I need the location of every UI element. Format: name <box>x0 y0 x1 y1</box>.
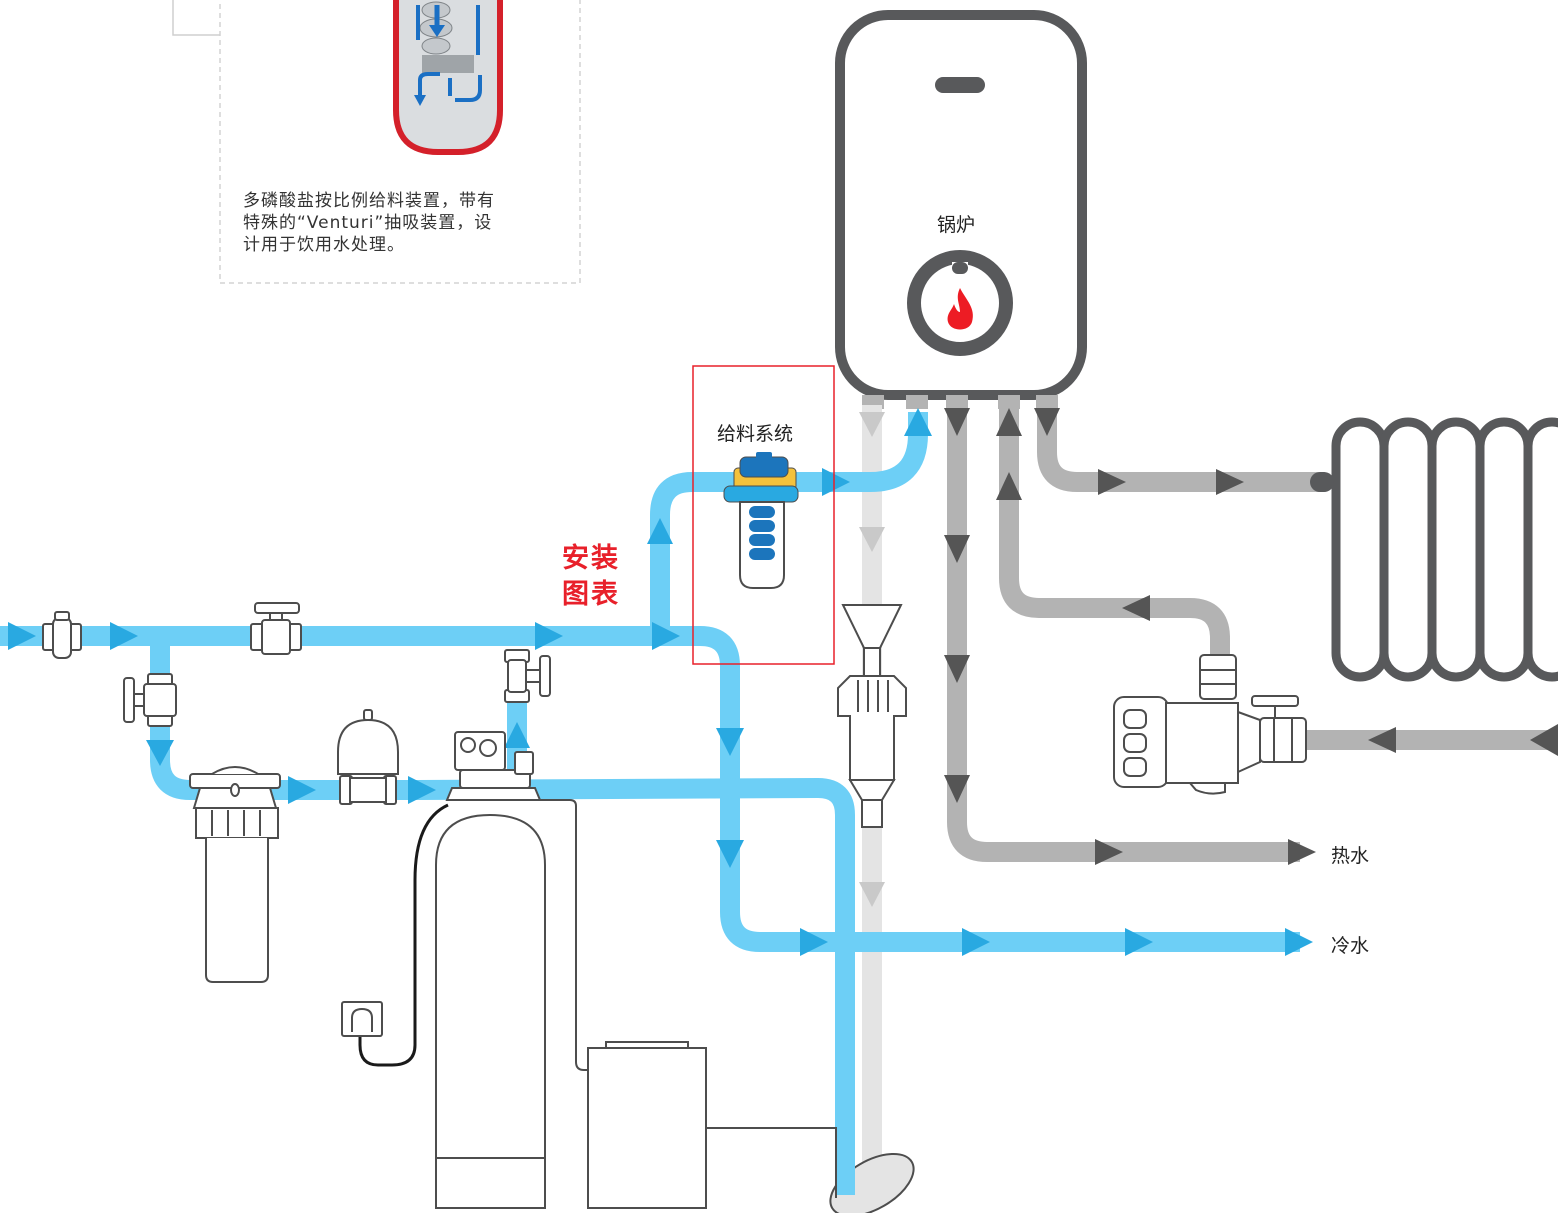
hot-water-label: 热水 <box>1331 845 1370 867</box>
venturi-device-icon <box>393 0 503 155</box>
inset-line-3: 计用于饮用水处理。 <box>243 235 405 255</box>
check-valve-icon <box>42 611 82 659</box>
cold-water-arrows <box>8 408 1313 956</box>
ball-valve-branch-icon <box>123 673 177 727</box>
flame-icon <box>947 288 973 330</box>
drain-funnel-icon <box>837 604 907 828</box>
inset-description: 多磷酸盐按比例给料装置，带有 特殊的“Venturi”抽吸装置，设 计用于饮用水… <box>243 190 573 256</box>
inset-box <box>172 0 581 284</box>
heating-lines <box>947 405 1558 862</box>
ball-valve-main-icon <box>250 602 302 655</box>
sediment-filter-icon <box>189 766 281 983</box>
install-label-line-2: 图表 <box>562 579 620 610</box>
power-cable <box>358 803 449 1067</box>
brine-line <box>535 799 588 1071</box>
install-label-line-1: 安装 <box>562 543 620 574</box>
cold-water-label: 冷水 <box>1331 935 1370 957</box>
dosing-filter-icon <box>723 452 799 589</box>
dosing-system-label: 给料系统 <box>717 423 794 445</box>
bypass-valve-icon <box>504 649 551 703</box>
heating-arrows <box>944 408 1558 865</box>
boiler <box>835 10 1087 409</box>
water-softener-tank-icon <box>435 731 546 1209</box>
boiler-label: 锅炉 <box>937 214 976 236</box>
inset-line-2: 特殊的“Venturi”抽吸装置，设 <box>243 213 493 233</box>
brine-tank-icon <box>587 1041 837 1209</box>
inset-line-1: 多磷酸盐按比例给料装置，带有 <box>243 191 495 211</box>
dosing-system-frame <box>692 365 835 665</box>
circulation-pump-icon <box>1113 654 1307 795</box>
pressure-regulator-icon <box>337 709 399 805</box>
install-diagram-label: 安装 图表 <box>562 541 620 613</box>
power-socket-icon <box>341 1001 383 1037</box>
radiator-icon <box>1310 417 1558 682</box>
